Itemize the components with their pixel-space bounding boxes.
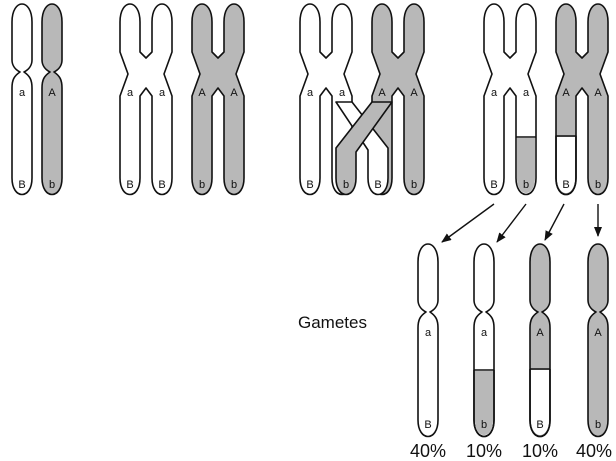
allele-label: b	[523, 179, 529, 191]
stage-4-recombinant-segment-white	[557, 137, 575, 193]
stage-2-chromatids-gray	[191, 3, 245, 196]
allele-label: a	[523, 87, 530, 99]
allele-label: A	[230, 87, 238, 99]
allele-label: b	[411, 179, 417, 191]
gamete-2-percent: 10%	[466, 441, 502, 461]
allele-label: b	[199, 179, 205, 191]
stage-2-replicated-pair	[119, 3, 245, 196]
gamete-2-outline	[473, 370, 495, 438]
stage-3-crossover-white-strand	[335, 101, 389, 196]
stage-4-recombinant-outline	[555, 135, 577, 196]
stage-1-chromosome-gray	[41, 3, 63, 196]
allele-label: B	[374, 179, 381, 191]
gamete-4-percent: 40%	[576, 441, 612, 461]
gamete-4	[587, 243, 609, 438]
gamete-1-percent: 40%	[410, 441, 446, 461]
gamete-3-percent: 10%	[522, 441, 558, 461]
gamete-1-chromosome	[417, 243, 439, 438]
allele-label: A	[198, 87, 206, 99]
stage-1-homolog-pair	[11, 3, 63, 196]
allele-label: A	[562, 87, 570, 99]
gamete-2	[473, 243, 495, 438]
gamete-4-upper-allele: A	[594, 327, 602, 339]
arrow-to-gamete-2	[496, 203, 527, 243]
allele-label: B	[126, 179, 133, 191]
gamete-arrows	[441, 203, 602, 243]
allele-label: B	[306, 179, 313, 191]
allele-label: a	[19, 87, 26, 99]
allele-label: A	[410, 87, 418, 99]
allele-label: a	[307, 87, 314, 99]
allele-label: b	[49, 179, 55, 191]
gamete-3-upper-allele: A	[536, 327, 544, 339]
gamete-3-recombinant-segment	[531, 370, 549, 435]
allele-label: b	[595, 179, 601, 191]
stage-1-chromosome-white	[11, 3, 33, 196]
allele-label: B	[158, 179, 165, 191]
allele-labels: a A B b a a A A B B b b a a A A B b B b …	[18, 87, 602, 431]
arrow-to-gamete-3	[544, 203, 565, 241]
allele-label: b	[231, 179, 237, 191]
allele-label: B	[18, 179, 25, 191]
gamete-1	[417, 243, 439, 438]
gamete-4-lower-allele: b	[595, 419, 601, 431]
gamete-3	[529, 243, 551, 438]
gamete-2-upper-allele: a	[481, 327, 488, 339]
gamete-1-upper-allele: a	[425, 327, 432, 339]
stage-3-crossing-over	[299, 3, 425, 196]
allele-label: A	[594, 87, 602, 99]
gamete-2-recombinant-segment	[475, 371, 493, 435]
allele-label: b	[343, 179, 349, 191]
allele-label: A	[378, 87, 386, 99]
stage-4-recombined-pair	[483, 3, 609, 196]
allele-label: B	[490, 179, 497, 191]
stage-4-recombinant-segment-gray	[517, 138, 535, 193]
gamete-3-outline	[529, 369, 551, 438]
gamete-percentages: 40% 10% 10% 40%	[410, 441, 612, 461]
allele-label: a	[339, 87, 346, 99]
gamete-4-chromosome	[587, 243, 609, 438]
allele-label: a	[159, 87, 166, 99]
allele-label: A	[48, 87, 56, 99]
allele-label: B	[562, 179, 569, 191]
allele-label: a	[127, 87, 134, 99]
stage-2-chromatids-white	[119, 3, 173, 196]
gamete-1-lower-allele: B	[424, 419, 431, 431]
allele-label: a	[491, 87, 498, 99]
stage-3-crossover-gray-strand	[335, 101, 393, 196]
gamete-2-lower-allele: b	[481, 419, 487, 431]
gametes-title: Gametes	[298, 313, 367, 332]
arrow-to-gamete-1	[441, 203, 495, 243]
gamete-3-lower-allele: B	[536, 419, 543, 431]
